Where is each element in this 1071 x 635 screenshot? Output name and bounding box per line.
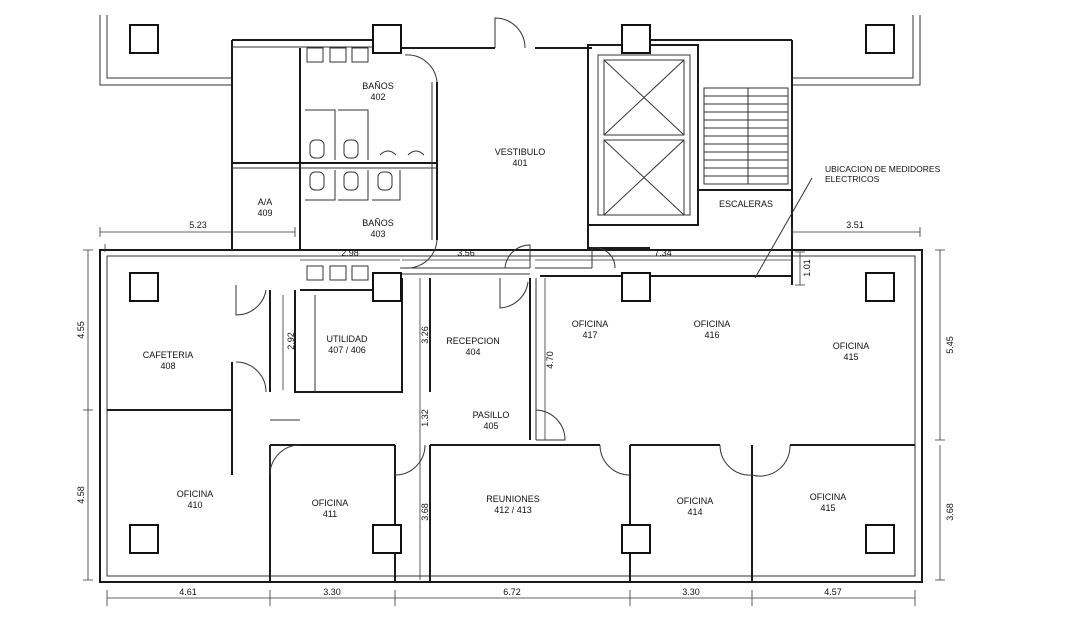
room-num-oficina-415a: 415 (843, 352, 858, 362)
dim-2-92: 2.92 (286, 332, 296, 350)
dim-4-58: 4.58 (76, 486, 86, 504)
dim-5-23: 5.23 (189, 220, 207, 230)
room-name-oficina-414: OFICINA (677, 496, 714, 506)
room-name-recepcion: RECEPCION (446, 336, 500, 346)
columns (129, 24, 895, 554)
room-name-oficina-410: OFICINA (177, 489, 214, 499)
dim-bottom-4-61: 4.61 (179, 587, 197, 597)
dim-bottom-3-30-b: 3.30 (682, 587, 700, 597)
roof-outline (99, 15, 921, 86)
doors (235, 17, 791, 477)
room-name-escaleras: ESCALERAS (719, 199, 773, 209)
room-name-cafeteria: CAFETERIA (143, 350, 194, 360)
room-name-oficina-417: OFICINA (572, 319, 609, 329)
dim-4-70: 4.70 (545, 351, 555, 369)
dimension-lines (83, 227, 945, 606)
room-num-oficina-416: 416 (704, 330, 719, 340)
room-name-utilidad: UTILIDAD (326, 334, 368, 344)
dim-7-34: 7.34 (654, 248, 672, 258)
dim-3-51: 3.51 (846, 220, 864, 230)
room-num-utilidad: 407 / 406 (328, 345, 366, 355)
room-name-oficina-411: OFICINA (312, 498, 349, 508)
dim-3-68-right: 3.68 (945, 503, 955, 521)
bathroom-fixtures (305, 47, 425, 281)
dim-bottom-4-57: 4.57 (824, 587, 842, 597)
room-name-aa: A/A (258, 197, 273, 207)
room-num-vestibulo: 401 (512, 158, 527, 168)
meter-leader-line (754, 177, 813, 279)
meter-note-line2: ELECTRICOS (825, 174, 880, 184)
room-num-oficina-417: 417 (582, 330, 597, 340)
dim-3-26: 3.26 (420, 326, 430, 344)
meter-note-line1: UBICACION DE MEDIDORES (825, 164, 941, 174)
room-num-pasillo: 405 (483, 421, 498, 431)
room-name-reuniones: REUNIONES (486, 494, 540, 504)
dim-bottom-6-72: 6.72 (503, 587, 521, 597)
dim-bottom-3-30-a: 3.30 (323, 587, 341, 597)
room-num-cafeteria: 408 (160, 361, 175, 371)
room-num-oficina-414: 414 (687, 507, 702, 517)
room-num-aa: 409 (257, 208, 272, 218)
room-num-banos-402: 402 (370, 92, 385, 102)
dim-3-68-left: 3.68 (420, 503, 430, 521)
room-name-oficina-416: OFICINA (694, 319, 731, 329)
room-num-recepcion: 404 (465, 347, 480, 357)
meter-note: UBICACION DE MEDIDORES ELECTRICOS (825, 164, 941, 184)
room-num-reuniones: 412 / 413 (494, 505, 532, 515)
room-name-pasillo: PASILLO (473, 410, 510, 420)
room-num-oficina-411: 411 (323, 509, 337, 519)
room-labels: BAÑOS 402 VESTIBULO 401 A/A 409 BAÑOS 40… (143, 81, 870, 519)
room-name-oficina-415a: OFICINA (833, 341, 870, 351)
room-num-banos-403: 403 (370, 229, 385, 239)
elevators (597, 54, 691, 216)
dim-4-55: 4.55 (76, 321, 86, 339)
room-name-banos-402: BAÑOS (362, 81, 394, 91)
dim-5-45: 5.45 (945, 336, 955, 354)
dimension-labels: 5.23 2.98 3.56 7.34 3.51 1.01 4.55 4.58 … (76, 220, 955, 597)
room-name-banos-403: BAÑOS (362, 218, 394, 228)
exterior-walls (99, 39, 923, 583)
dim-2-98: 2.98 (341, 248, 359, 258)
dim-3-56: 3.56 (457, 248, 475, 258)
dim-1-01: 1.01 (802, 259, 812, 277)
dim-1-32: 1.32 (420, 409, 430, 427)
room-num-oficina-410: 410 (187, 500, 202, 510)
room-name-vestibulo: VESTIBULO (495, 147, 546, 157)
room-num-oficina-415b: 415 (820, 503, 835, 513)
room-name-oficina-415b: OFICINA (810, 492, 847, 502)
stairs (703, 87, 789, 185)
